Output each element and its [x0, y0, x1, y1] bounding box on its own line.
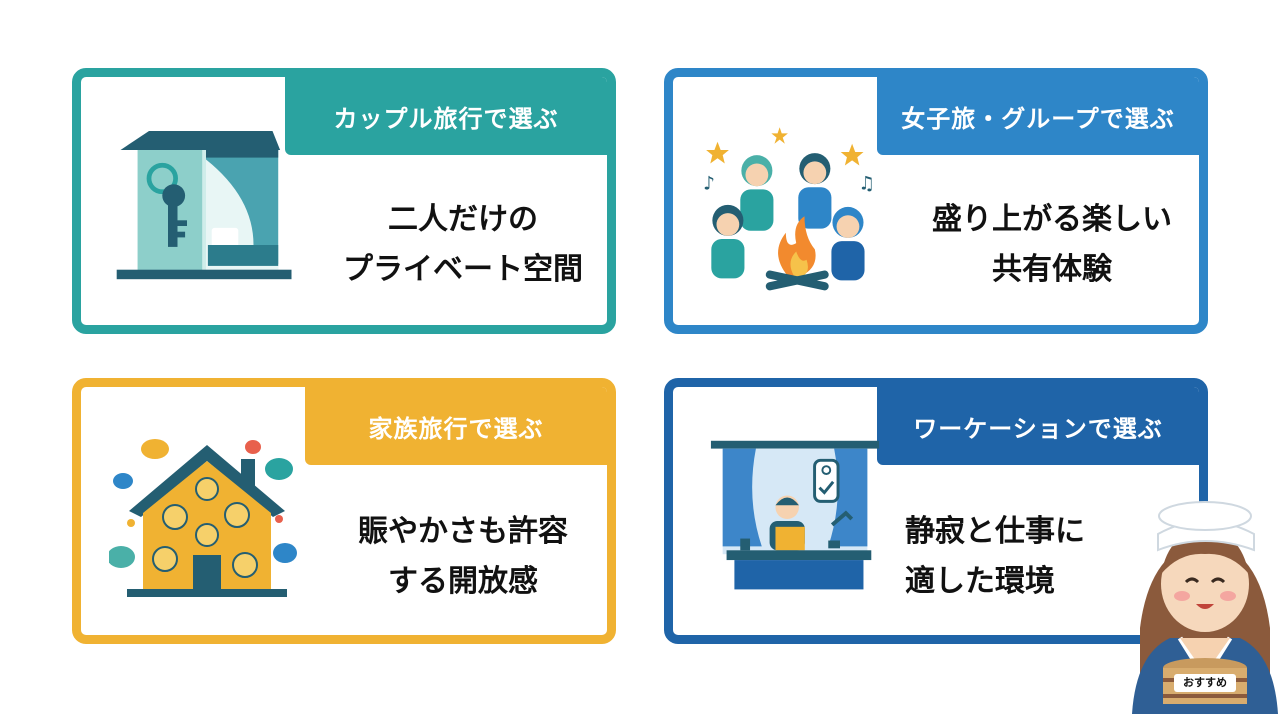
card-couple-tab: カップル旅行で選ぶ [285, 77, 607, 155]
mascot-bucket-label: おすすめ [1183, 676, 1227, 689]
card-group-line2: 共有体験 [992, 252, 1112, 287]
private-room-key-icon [116, 131, 292, 280]
card-couple-line1: 二人だけの [388, 202, 538, 237]
card-couple-line2: プライベート空間 [343, 252, 583, 287]
card-work-line1: 静寂と仕事に [905, 514, 1085, 549]
svg-text:♪: ♪ [703, 173, 715, 194]
card-group-tab: 女子旅・グループで選ぶ [877, 77, 1199, 155]
card-work-tab: ワーケーションで選ぶ [877, 387, 1199, 465]
card-family[interactable]: 家族旅行で選ぶ 賑やかさも許容 する開放感 [72, 378, 616, 644]
card-family-line1: 賑やかさも許容 [358, 514, 568, 549]
card-group[interactable]: 女子旅・グループで選ぶ ♪ ♫ 盛り上がる楽しい 共有体験 [664, 68, 1208, 334]
card-family-line2: する開放感 [388, 564, 538, 599]
friends-campfire-icon: ♪ ♫ [703, 127, 875, 291]
card-work[interactable]: ワーケーションで選ぶ 静寂と仕事に 適した環境 [664, 378, 1208, 644]
card-couple[interactable]: カップル旅行で選ぶ 二人だけの プライベート空間 [72, 68, 616, 334]
svg-text:♫: ♫ [858, 173, 875, 194]
card-group-line1: 盛り上がる楽しい [932, 202, 1172, 237]
card-family-tab: 家族旅行で選ぶ [305, 387, 607, 465]
family-house-icon [109, 439, 297, 597]
onsen-guide-mascot: おすすめ [1130, 478, 1280, 714]
remote-work-desk-icon [710, 440, 880, 590]
onsen-guide-mascot-icon [1132, 501, 1278, 714]
card-work-line2: 適した環境 [905, 564, 1055, 599]
